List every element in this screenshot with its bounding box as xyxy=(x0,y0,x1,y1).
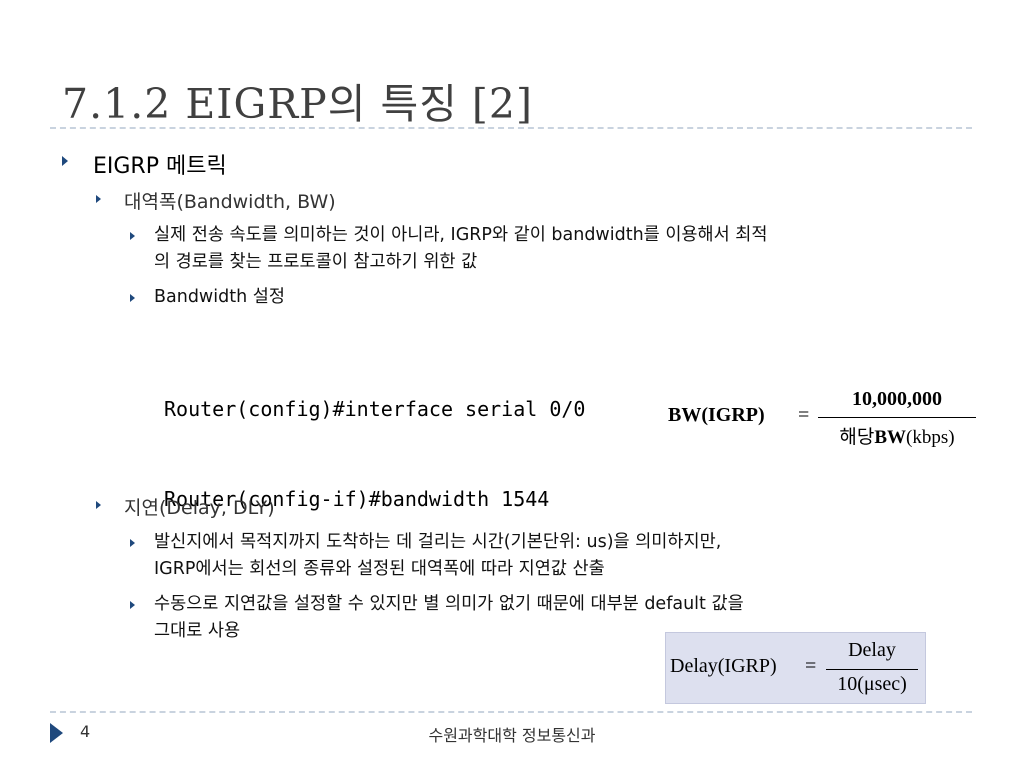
bullet-triangle-icon xyxy=(130,294,135,302)
delay-description: 발신지에서 목적지까지 도착하는 데 걸리는 시간(기본단위: us)을 의미하… xyxy=(154,529,721,583)
page-number: 4 xyxy=(80,722,91,741)
delay-manual-line1: 수동으로 지연값을 설정할 수 있지만 별 의미가 없기 때문에 대부분 def… xyxy=(154,594,744,614)
denominator-suffix: (kbps) xyxy=(906,427,955,448)
bandwidth-description-line1: 실제 전송 속도를 의미하는 것이 아니라, IGRP와 같이 bandwidt… xyxy=(154,225,768,245)
bandwidth-setting-label: Bandwidth 설정 xyxy=(154,287,285,307)
delay-formula: Delay(IGRP) = Delay 10(μsec) xyxy=(665,632,926,704)
bullet-triangle-icon xyxy=(130,232,135,240)
footer-text: 수원과학대학 정보통신과 xyxy=(428,726,596,745)
formula-equals: = xyxy=(798,404,810,426)
bandwidth-description-line2: 의 경로를 찾는 프로토콜이 참고하기 위한 값 xyxy=(154,252,478,272)
bullet-triangle-icon xyxy=(130,601,135,609)
bandwidth-formula: BW(IGRP) = 10,000,000 해당BW(kbps) xyxy=(668,388,978,450)
router-config-code: Router(config)#interface serial 0/0 Rout… xyxy=(164,334,585,544)
formula-equals: = xyxy=(805,655,817,677)
bullet-triangle-icon xyxy=(96,195,101,203)
section-heading: EIGRP 메트릭 xyxy=(93,154,227,179)
bandwidth-description: 실제 전송 속도를 의미하는 것이 아니라, IGRP와 같이 bandwidt… xyxy=(154,222,768,276)
footer-divider xyxy=(50,711,972,713)
fraction-bar xyxy=(818,417,976,418)
formula-lhs: BW(IGRP) xyxy=(668,404,765,426)
formula-lhs: Delay(IGRP) xyxy=(670,655,777,677)
bullet-triangle-icon xyxy=(130,539,135,547)
denominator-prefix: 해당 xyxy=(839,427,875,448)
code-line-2: Router(config-if)#bandwidth 1544 xyxy=(164,487,550,511)
code-line-1: Router(config)#interface serial 0/0 xyxy=(164,397,586,421)
denominator-bold: BW xyxy=(874,427,907,448)
formula-numerator: Delay xyxy=(848,639,896,661)
bullet-triangle-icon xyxy=(62,156,68,166)
slide-title: 7.1.2 EIGRP의 특징 [2] xyxy=(62,80,533,128)
formula-numerator: 10,000,000 xyxy=(852,388,942,410)
fraction-bar xyxy=(826,669,918,670)
title-divider xyxy=(50,127,972,129)
formula-denominator: 해당BW(kbps) xyxy=(818,422,976,449)
delay-heading: 지연(Delay, DLY) xyxy=(124,497,275,519)
delay-manual-note: 수동으로 지연값을 설정할 수 있지만 별 의미가 없기 때문에 대부분 def… xyxy=(154,591,744,645)
delay-description-line1: 발신지에서 목적지까지 도착하는 데 걸리는 시간(기본단위: us)을 의미하… xyxy=(154,532,722,552)
bullet-triangle-icon xyxy=(96,501,101,509)
formula-denominator: 10(μsec) xyxy=(837,673,907,695)
delay-description-line2: IGRP에서는 회선의 종류와 설정된 대역폭에 따라 지연값 산출 xyxy=(154,559,605,579)
bandwidth-heading: 대역폭(Bandwidth, BW) xyxy=(124,191,336,213)
delay-manual-line2: 그대로 사용 xyxy=(154,621,241,641)
footer-triangle-icon xyxy=(50,723,63,743)
